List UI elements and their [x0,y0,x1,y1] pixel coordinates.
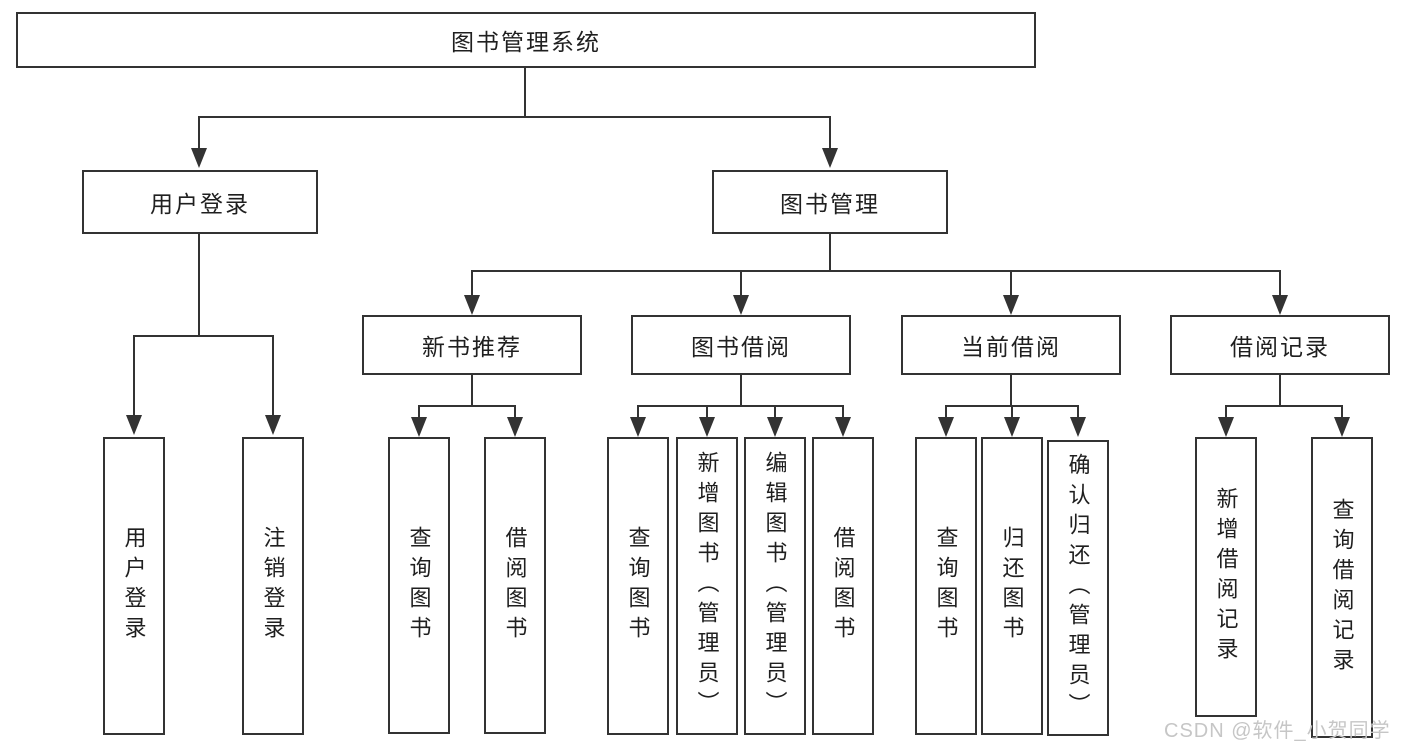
node-recommend-search-books: 查询图书 [388,437,450,734]
connector-line [945,405,947,419]
connector-line [471,270,473,297]
connector-line [842,405,844,419]
connector-arrowhead [1334,417,1350,437]
node-borrow-search-books-label: 查询图书 [625,526,651,646]
node-recommend-borrow-books-label: 借阅图书 [502,525,528,646]
connector-arrowhead [767,417,783,437]
connector-arrowhead [265,415,281,435]
node-borrow-borrow-books: 借阅图书 [812,437,874,735]
connector-arrowhead [938,417,954,437]
connector-arrowhead [507,417,523,437]
connector-line [272,335,274,417]
connector-line [471,375,473,407]
node-new-book-recommend-label: 新书推荐 [422,334,522,360]
connector-arrowhead [1272,295,1288,315]
connector-arrowhead [464,295,480,315]
connector-line [637,405,639,419]
node-current-confirm-return-admin: 确认归还（管理员） [1047,440,1109,736]
node-recommend-borrow-books: 借阅图书 [484,437,546,734]
node-root-label: 图书管理系统 [451,29,601,55]
node-current-return-books: 归还图书 [981,437,1043,735]
connector-line [524,68,526,118]
connector-line [198,234,200,337]
node-user-login-leaf: 用户登录 [103,437,165,735]
connector-line [418,405,516,407]
node-current-search-books-label: 查询图书 [933,526,959,646]
connector-arrowhead [699,417,715,437]
node-current-borrow-label: 当前借阅 [961,334,1061,360]
connector-arrowhead [191,148,207,168]
connector-line [1077,405,1079,419]
connector-line [198,116,831,118]
node-borrow-edit-books-admin: 编辑图书（管理员） [744,437,806,735]
node-user-login: 用户登录 [82,170,318,234]
node-book-borrow-label: 图书借阅 [691,334,791,360]
connector-arrowhead [1070,417,1086,437]
connector-line [471,270,1281,272]
node-records-add-record: 新增借阅记录 [1195,437,1257,717]
node-current-confirm-return-admin-label: 确认归还（管理员） [1065,453,1091,723]
connector-line [1279,375,1281,407]
connector-line [637,405,844,407]
connector-arrowhead [1218,417,1234,437]
connector-line [1279,270,1281,297]
node-recommend-search-books-label: 查询图书 [406,525,432,646]
connector-arrowhead [1003,295,1019,315]
node-records-search-record-label: 查询借阅记录 [1329,497,1355,678]
node-records-search-record: 查询借阅记录 [1311,437,1373,738]
node-borrow-add-books-admin-label: 新增图书（管理员） [694,451,720,721]
node-borrow-edit-books-admin-label: 编辑图书（管理员） [762,451,788,721]
connector-arrowhead [822,148,838,168]
connector-line [198,116,200,152]
connector-line [1225,405,1343,407]
node-borrow-records-label: 借阅记录 [1230,334,1330,360]
node-root: 图书管理系统 [16,12,1036,68]
connector-line [1010,270,1012,297]
node-current-search-books: 查询图书 [915,437,977,735]
node-user-login-label: 用户登录 [150,191,250,217]
node-current-borrow: 当前借阅 [901,315,1121,375]
node-book-management: 图书管理 [712,170,948,234]
node-user-login-leaf-label: 用户登录 [121,526,147,646]
connector-line [418,405,420,419]
connector-line [829,116,831,152]
connector-line [1011,405,1013,419]
node-records-add-record-label: 新增借阅记录 [1213,487,1239,667]
connector-arrowhead [126,415,142,435]
connector-arrowhead [630,417,646,437]
connector-line [774,405,776,419]
node-logout-leaf-label: 注销登录 [260,526,286,646]
node-borrow-add-books-admin: 新增图书（管理员） [676,437,738,735]
node-borrow-search-books: 查询图书 [607,437,669,735]
connector-arrowhead [733,295,749,315]
node-logout-leaf: 注销登录 [242,437,304,735]
node-current-return-books-label: 归还图书 [999,526,1025,646]
connector-arrowhead [1004,417,1020,437]
node-borrow-records: 借阅记录 [1170,315,1390,375]
connector-line [706,405,708,419]
connector-line [1225,405,1227,419]
connector-line [1341,405,1343,419]
connector-arrowhead [835,417,851,437]
connector-line [740,270,742,297]
connector-arrowhead [411,417,427,437]
connector-line [740,375,742,407]
node-book-borrow: 图书借阅 [631,315,851,375]
connector-line [829,234,831,272]
node-book-management-label: 图书管理 [780,191,880,217]
node-new-book-recommend: 新书推荐 [362,315,582,375]
connector-line [1010,375,1012,407]
connector-line [133,335,274,337]
connector-line [133,335,135,417]
node-borrow-borrow-books-label: 借阅图书 [830,526,856,646]
watermark: CSDN @软件_小贺同学 [1164,720,1391,742]
connector-line [514,405,516,419]
